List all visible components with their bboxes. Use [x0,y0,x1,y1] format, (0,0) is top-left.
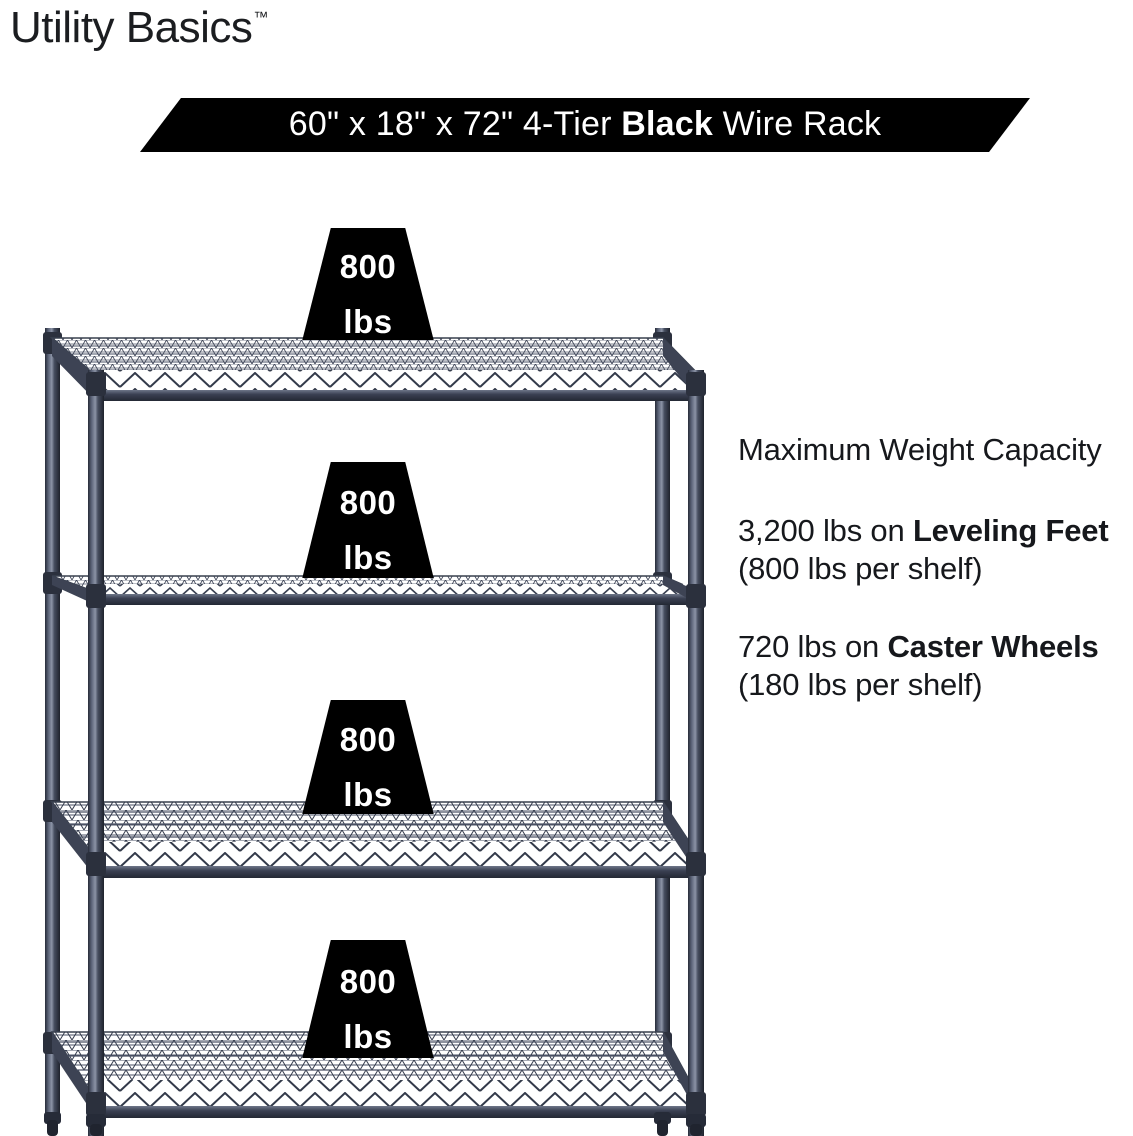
banner-emphasis: Black [621,105,713,143]
wire-rack-illustration [43,328,706,1136]
leveling-lead: 3,200 lbs on [738,513,913,549]
shelf-tier-2 [51,575,704,605]
capacity-info-block: Maximum Weight Capacity 3,200 lbs on Lev… [738,432,1128,704]
weight-badge-tier-2: 800 lbs [295,462,441,578]
badge-value: 800 [339,248,397,285]
brand-name: Utility Basics [10,3,253,52]
caster-trail: (180 lbs per shelf) [738,666,983,702]
weight-badge-tier-3: 800 lbs [295,700,441,814]
badge-unit: lbs [343,539,393,576]
badge-value: 800 [339,721,397,758]
badge-unit: lbs [343,1018,393,1055]
badge-unit: lbs [343,303,393,340]
spacer [738,468,1128,512]
leveling-trail: (800 lbs per shelf) [738,551,983,587]
shelf-tier-4 [50,1031,702,1118]
capacity-caster-wheels: 720 lbs on Caster Wheels (180 lbs per sh… [738,628,1128,704]
caster-lead: 720 lbs on [738,628,888,664]
caster-emphasis: Caster Wheels [887,628,1099,664]
spacer [738,588,1128,628]
capacity-leveling-feet: 3,200 lbs on Leveling Feet (800 lbs per … [738,512,1128,588]
leveling-feet [44,1112,706,1136]
leveling-emphasis: Leveling Feet [912,513,1109,549]
capacity-heading: Maximum Weight Capacity [738,432,1102,467]
brand-wordmark: Utility Basics™ [10,6,268,50]
shelf-tier-1 [49,337,702,401]
front-posts [86,370,706,1136]
badge-value: 800 [339,484,397,521]
banner-prefix: 60" x 18" x 72" 4-Tier [288,105,622,143]
trademark-symbol: ™ [253,9,269,26]
badge-unit: lbs [343,776,393,813]
weight-badge-tier-1: 800 lbs [295,228,441,340]
banner-suffix: Wire Rack [712,105,882,143]
product-title-banner: 60" x 18" x 72" 4-Tier Black Wire Rack [140,98,1030,152]
product-title-text: 60" x 18" x 72" 4-Tier Black Wire Rack [289,107,881,143]
weight-badge-tier-4: 800 lbs [295,940,441,1058]
badge-value: 800 [339,963,397,1000]
